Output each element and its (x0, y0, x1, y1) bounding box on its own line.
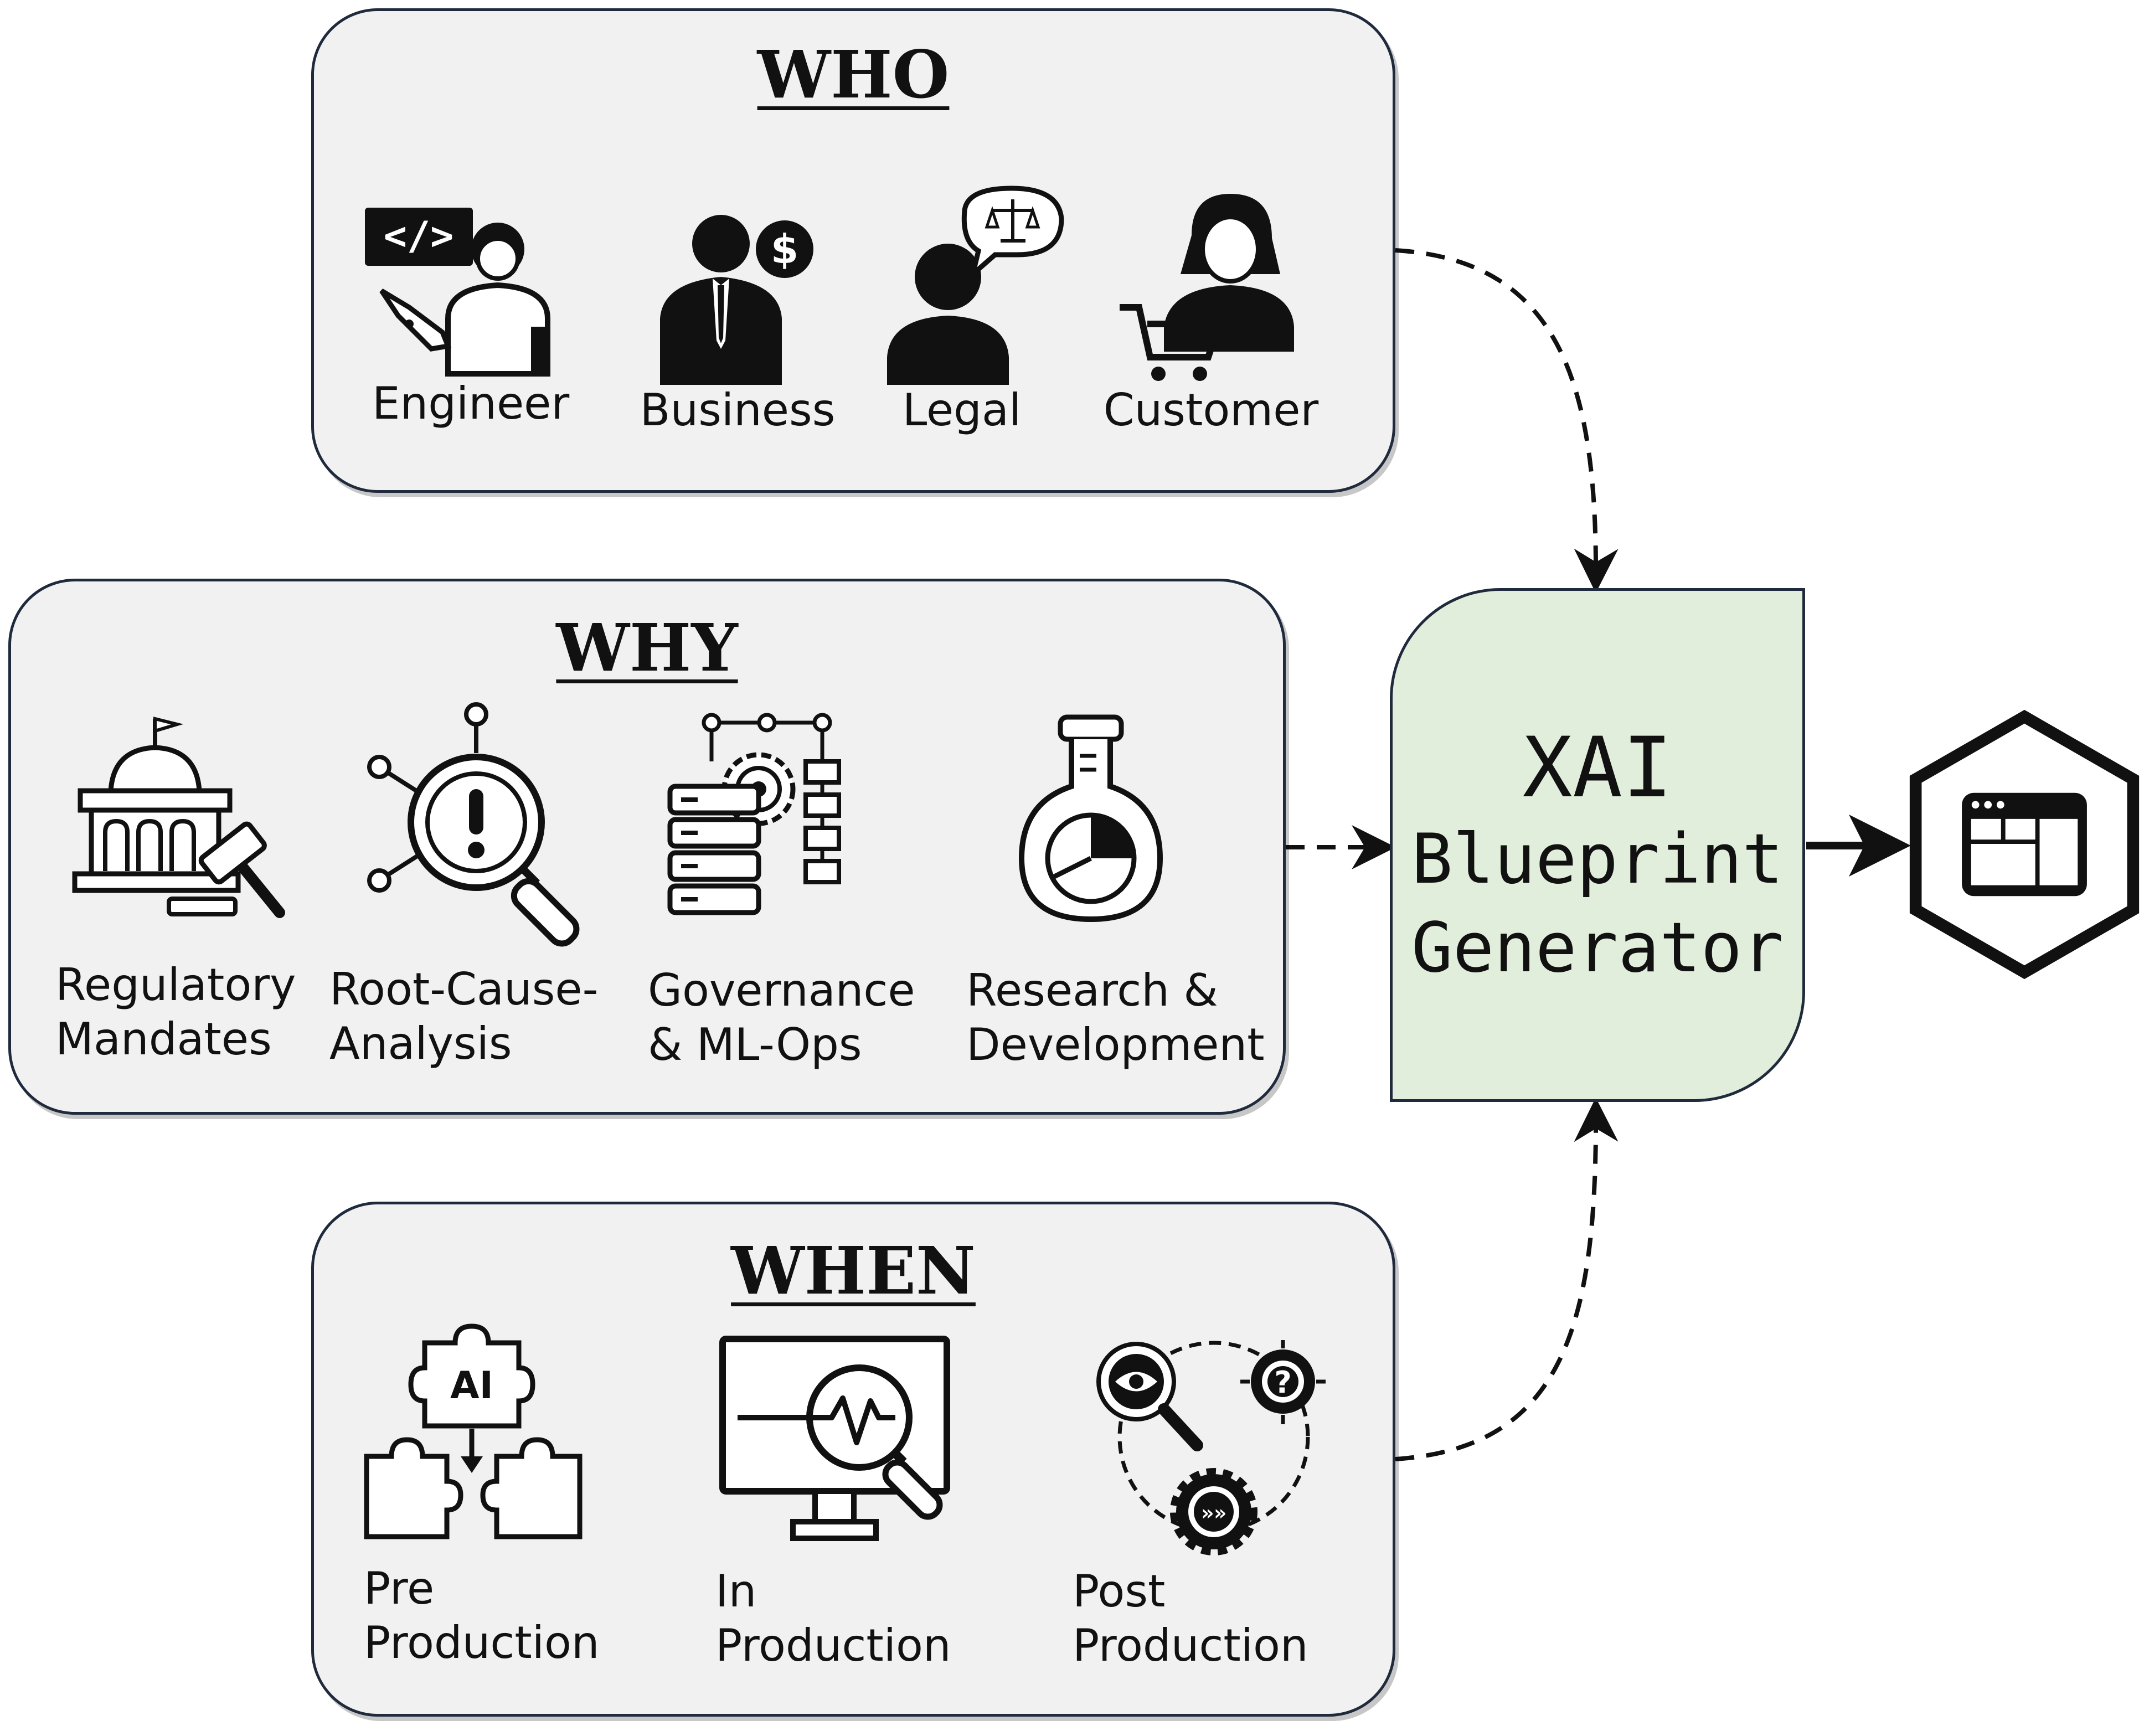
why-label-root-cause: Root-Cause- Analysis (329, 962, 598, 1071)
when-label-pre-line2: Production (364, 1617, 600, 1668)
when-label-in-line1: In (715, 1565, 757, 1617)
flask-chart-icon (1018, 714, 1163, 923)
when-title: WHEN (731, 1232, 976, 1309)
engineer-icon: </> (365, 208, 550, 377)
server-gear-flow-icon (667, 713, 841, 915)
when-label-in-line2: Production (715, 1620, 951, 1671)
why-label-research: Research & Development (966, 964, 1265, 1072)
courthouse-gavel-icon (72, 717, 285, 918)
why-label-regulatory-line2: Mandates (55, 1013, 272, 1065)
when-label-in: In Production (715, 1564, 951, 1673)
why-label-root-cause-line2: Analysis (329, 1018, 512, 1069)
who-title: WHO (757, 36, 950, 113)
hexagon-dashboard-icon (1909, 709, 2140, 980)
svg-text:»»: »» (1201, 1501, 1226, 1525)
monitor-pulse-icon (719, 1336, 950, 1541)
why-label-regulatory-line1: Regulatory (55, 959, 296, 1011)
who-label-engineer: Engineer (372, 378, 570, 429)
businessman-icon: $ (660, 215, 813, 385)
svg-text:$: $ (771, 226, 798, 272)
who-label-business: Business (640, 384, 836, 436)
when-label-pre: Pre Production (364, 1562, 600, 1670)
customer-icon (1120, 194, 1294, 381)
why-panel: WHY Regulatory Mandates (8, 579, 1286, 1115)
when-to-generator-arrow (1395, 1098, 1619, 1461)
why-label-root-cause-line1: Root-Cause- (329, 964, 599, 1015)
xai-blueprint-generator-box: XAI Blueprint Generator (1390, 588, 1805, 1102)
generator-title-line2: Blueprint (1411, 820, 1784, 899)
why-label-governance-line2: & ML-Ops (648, 1019, 862, 1070)
who-label-customer: Customer (1103, 384, 1319, 436)
when-label-post-line2: Production (1073, 1620, 1308, 1671)
why-label-research-line1: Research & (966, 965, 1218, 1016)
why-title: WHY (556, 609, 738, 686)
svg-text:AI: AI (450, 1364, 493, 1408)
when-label-post-line1: Post (1073, 1565, 1166, 1617)
svg-text:?: ? (1274, 1365, 1291, 1400)
ai-puzzle-icon: AI (364, 1323, 583, 1539)
why-label-regulatory: Regulatory Mandates (55, 958, 296, 1067)
when-label-pre-line1: Pre (364, 1563, 435, 1614)
generator-title-line3: Generator (1411, 908, 1784, 988)
why-label-governance: Governance & ML-Ops (648, 964, 915, 1072)
when-panel: WHEN AI Pre Production In Production (311, 1202, 1395, 1717)
when-label-post: Post Production (1073, 1564, 1308, 1673)
who-panel: WHO </> Engineer $ Business (311, 8, 1395, 493)
cycle-eye-target-gear-icon: ? »» (1096, 1340, 1326, 1555)
why-label-research-line2: Development (966, 1019, 1265, 1070)
magnifier-alert-icon (367, 702, 580, 947)
why-label-governance-line1: Governance (648, 965, 915, 1016)
generator-title-line1: XAI (1522, 720, 1673, 816)
svg-text:</>: </> (384, 213, 453, 259)
legal-person-icon (887, 186, 1064, 385)
generator-title: XAI Blueprint Generator (1393, 721, 1802, 992)
who-label-legal: Legal (902, 384, 1022, 436)
who-to-generator-arrow (1395, 248, 1619, 593)
